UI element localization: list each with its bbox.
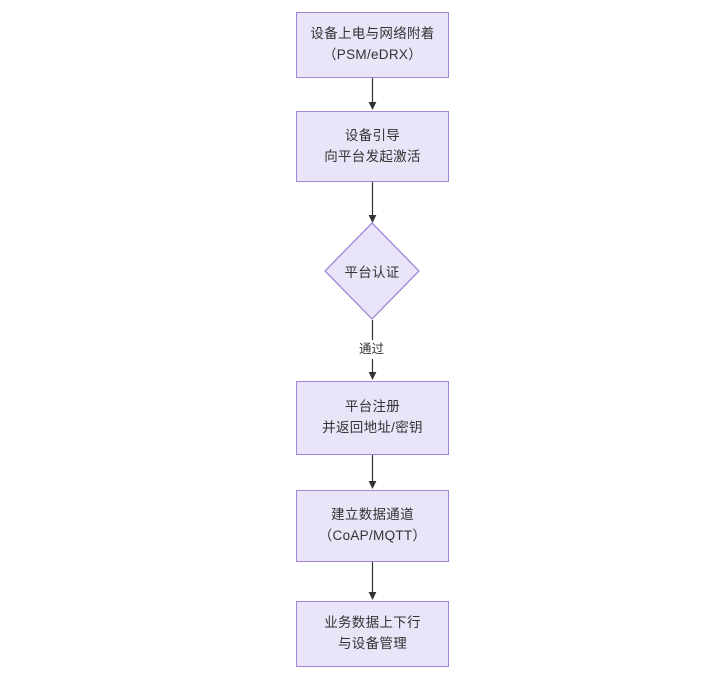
flow-connector-4	[366, 455, 379, 490]
flow-node-business-data[interactable]: 业务数据上下行 与设备管理	[296, 601, 449, 667]
flow-node-device-bootstrap-line2: 向平台发起激活	[324, 148, 421, 164]
flow-connector-5	[366, 562, 379, 601]
flow-node-data-channel[interactable]: 建立数据通道 （CoAP/MQTT）	[296, 490, 449, 562]
flow-node-platform-auth-label: 平台认证	[344, 265, 400, 280]
flow-node-data-channel-line2: （CoAP/MQTT）	[318, 528, 427, 543]
flow-node-device-bootstrap[interactable]: 设备引导 向平台发起激活	[296, 111, 449, 182]
flow-node-business-data-line1: 业务数据上下行	[324, 615, 421, 631]
flow-node-device-power-on-line2: （PSM/eDRX）	[322, 47, 423, 62]
flow-node-device-power-on[interactable]: 设备上电与网络附着 （PSM/eDRX）	[296, 12, 449, 78]
flow-edge-label-pass: 通过	[356, 340, 388, 359]
flow-node-data-channel-line1: 建立数据通道	[331, 507, 414, 523]
flow-connector-1	[366, 78, 379, 111]
flow-node-platform-register-line1: 平台注册	[344, 399, 401, 415]
flow-node-business-data-line2: 与设备管理	[338, 636, 407, 651]
flow-node-device-power-on-line1: 设备上电与网络附着	[310, 26, 435, 42]
flow-node-platform-register-line2: 并返回地址/密钥	[322, 420, 423, 435]
diamond-shape-icon	[324, 222, 420, 320]
flow-node-device-bootstrap-line1: 设备引导	[344, 127, 401, 143]
flow-node-platform-register[interactable]: 平台注册 并返回地址/密钥	[296, 381, 449, 455]
flow-node-platform-auth[interactable]: 平台认证	[324, 222, 420, 320]
flow-connector-2	[366, 182, 379, 224]
